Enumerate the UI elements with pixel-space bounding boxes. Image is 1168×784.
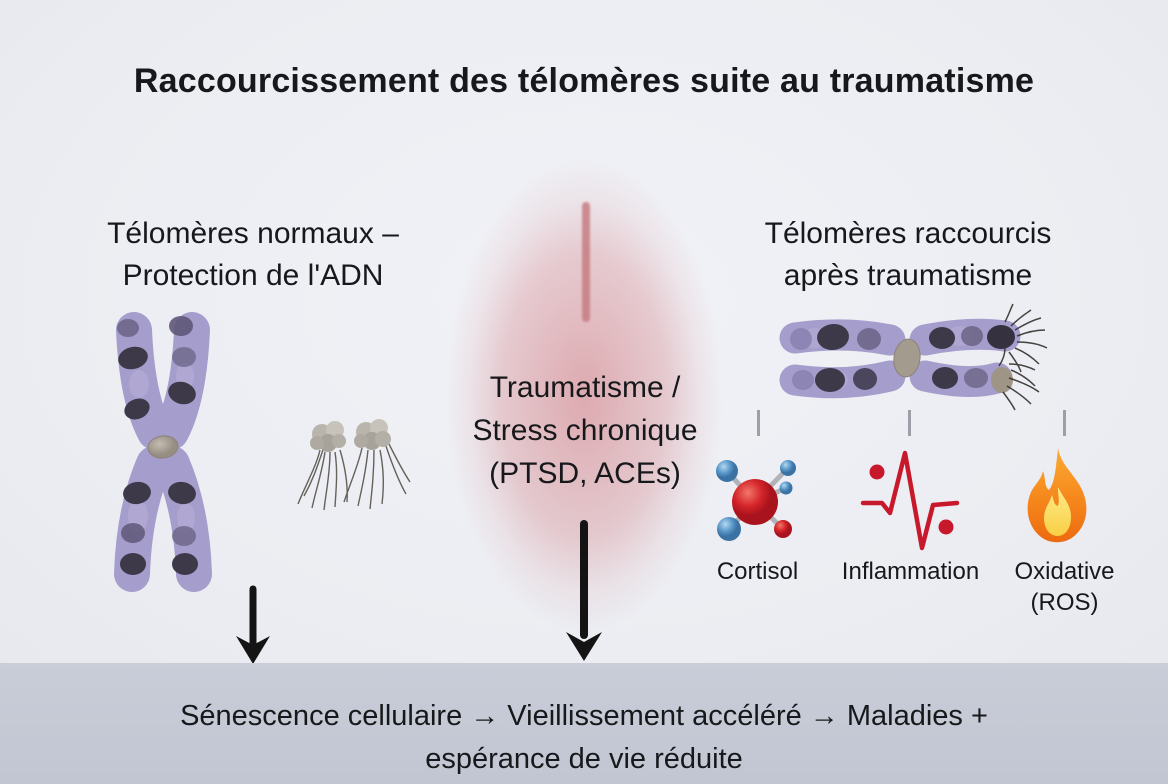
stress-glow-line <box>582 202 590 322</box>
outcome-line1: Sénescence cellulaire → Vieillissement a… <box>180 700 988 732</box>
center-label-line2: Stress chronique <box>472 414 698 447</box>
left-section-label: Télomères normaux – Protection de l'ADN <box>58 213 448 297</box>
factor-label-oxidative: Oxidative (ROS) <box>992 556 1137 618</box>
shortened-chromosome-icon <box>779 303 1048 411</box>
center-stress-label: Traumatisme / Stress chronique (PTSD, AC… <box>420 366 750 495</box>
right-section-label: Télomères raccourcis après traumatisme <box>712 213 1104 297</box>
center-label-line1: Traumatisme / <box>489 371 681 404</box>
down-arrow-center-icon <box>566 520 602 661</box>
flame-icon <box>1027 448 1087 543</box>
molecule-icon <box>716 460 796 541</box>
normal-chromosome-icon <box>114 312 212 592</box>
factor-label-oxidative-line1: Oxidative <box>1014 558 1115 585</box>
telomere-cap-icon <box>297 419 411 511</box>
page-title: Raccourcissement des télomères suite au … <box>133 62 1035 100</box>
detached-telomere-clump <box>991 367 1013 393</box>
connector-tick-cortisol <box>757 410 760 436</box>
factor-label-cortisol: Cortisol <box>716 558 799 585</box>
ecg-heartbeat-icon <box>860 450 960 551</box>
left-label-line2: Protection de l'ADN <box>122 259 384 292</box>
outcome-line2: espérance de vie réduite <box>425 743 743 775</box>
factor-label-oxidative-line2: (ROS) <box>1030 589 1099 616</box>
center-label-line3: (PTSD, ACEs) <box>489 457 681 490</box>
connector-tick-oxidative <box>1063 410 1066 436</box>
left-label-line1: Télomères normaux – <box>107 217 399 250</box>
down-arrow-left-icon <box>236 585 270 664</box>
right-label-line2: après traumatisme <box>783 259 1033 292</box>
factor-label-inflammation: Inflammation <box>841 558 980 585</box>
right-label-line1: Télomères raccourcis <box>764 217 1052 250</box>
frayed-strands <box>998 303 1048 411</box>
connector-tick-inflammation <box>908 410 911 436</box>
centromere <box>147 435 179 459</box>
outcome-banner-text: Sénescence cellulaire → Vieillissement a… <box>0 695 1168 781</box>
centromere <box>893 338 921 378</box>
outcome-banner <box>0 663 1168 784</box>
